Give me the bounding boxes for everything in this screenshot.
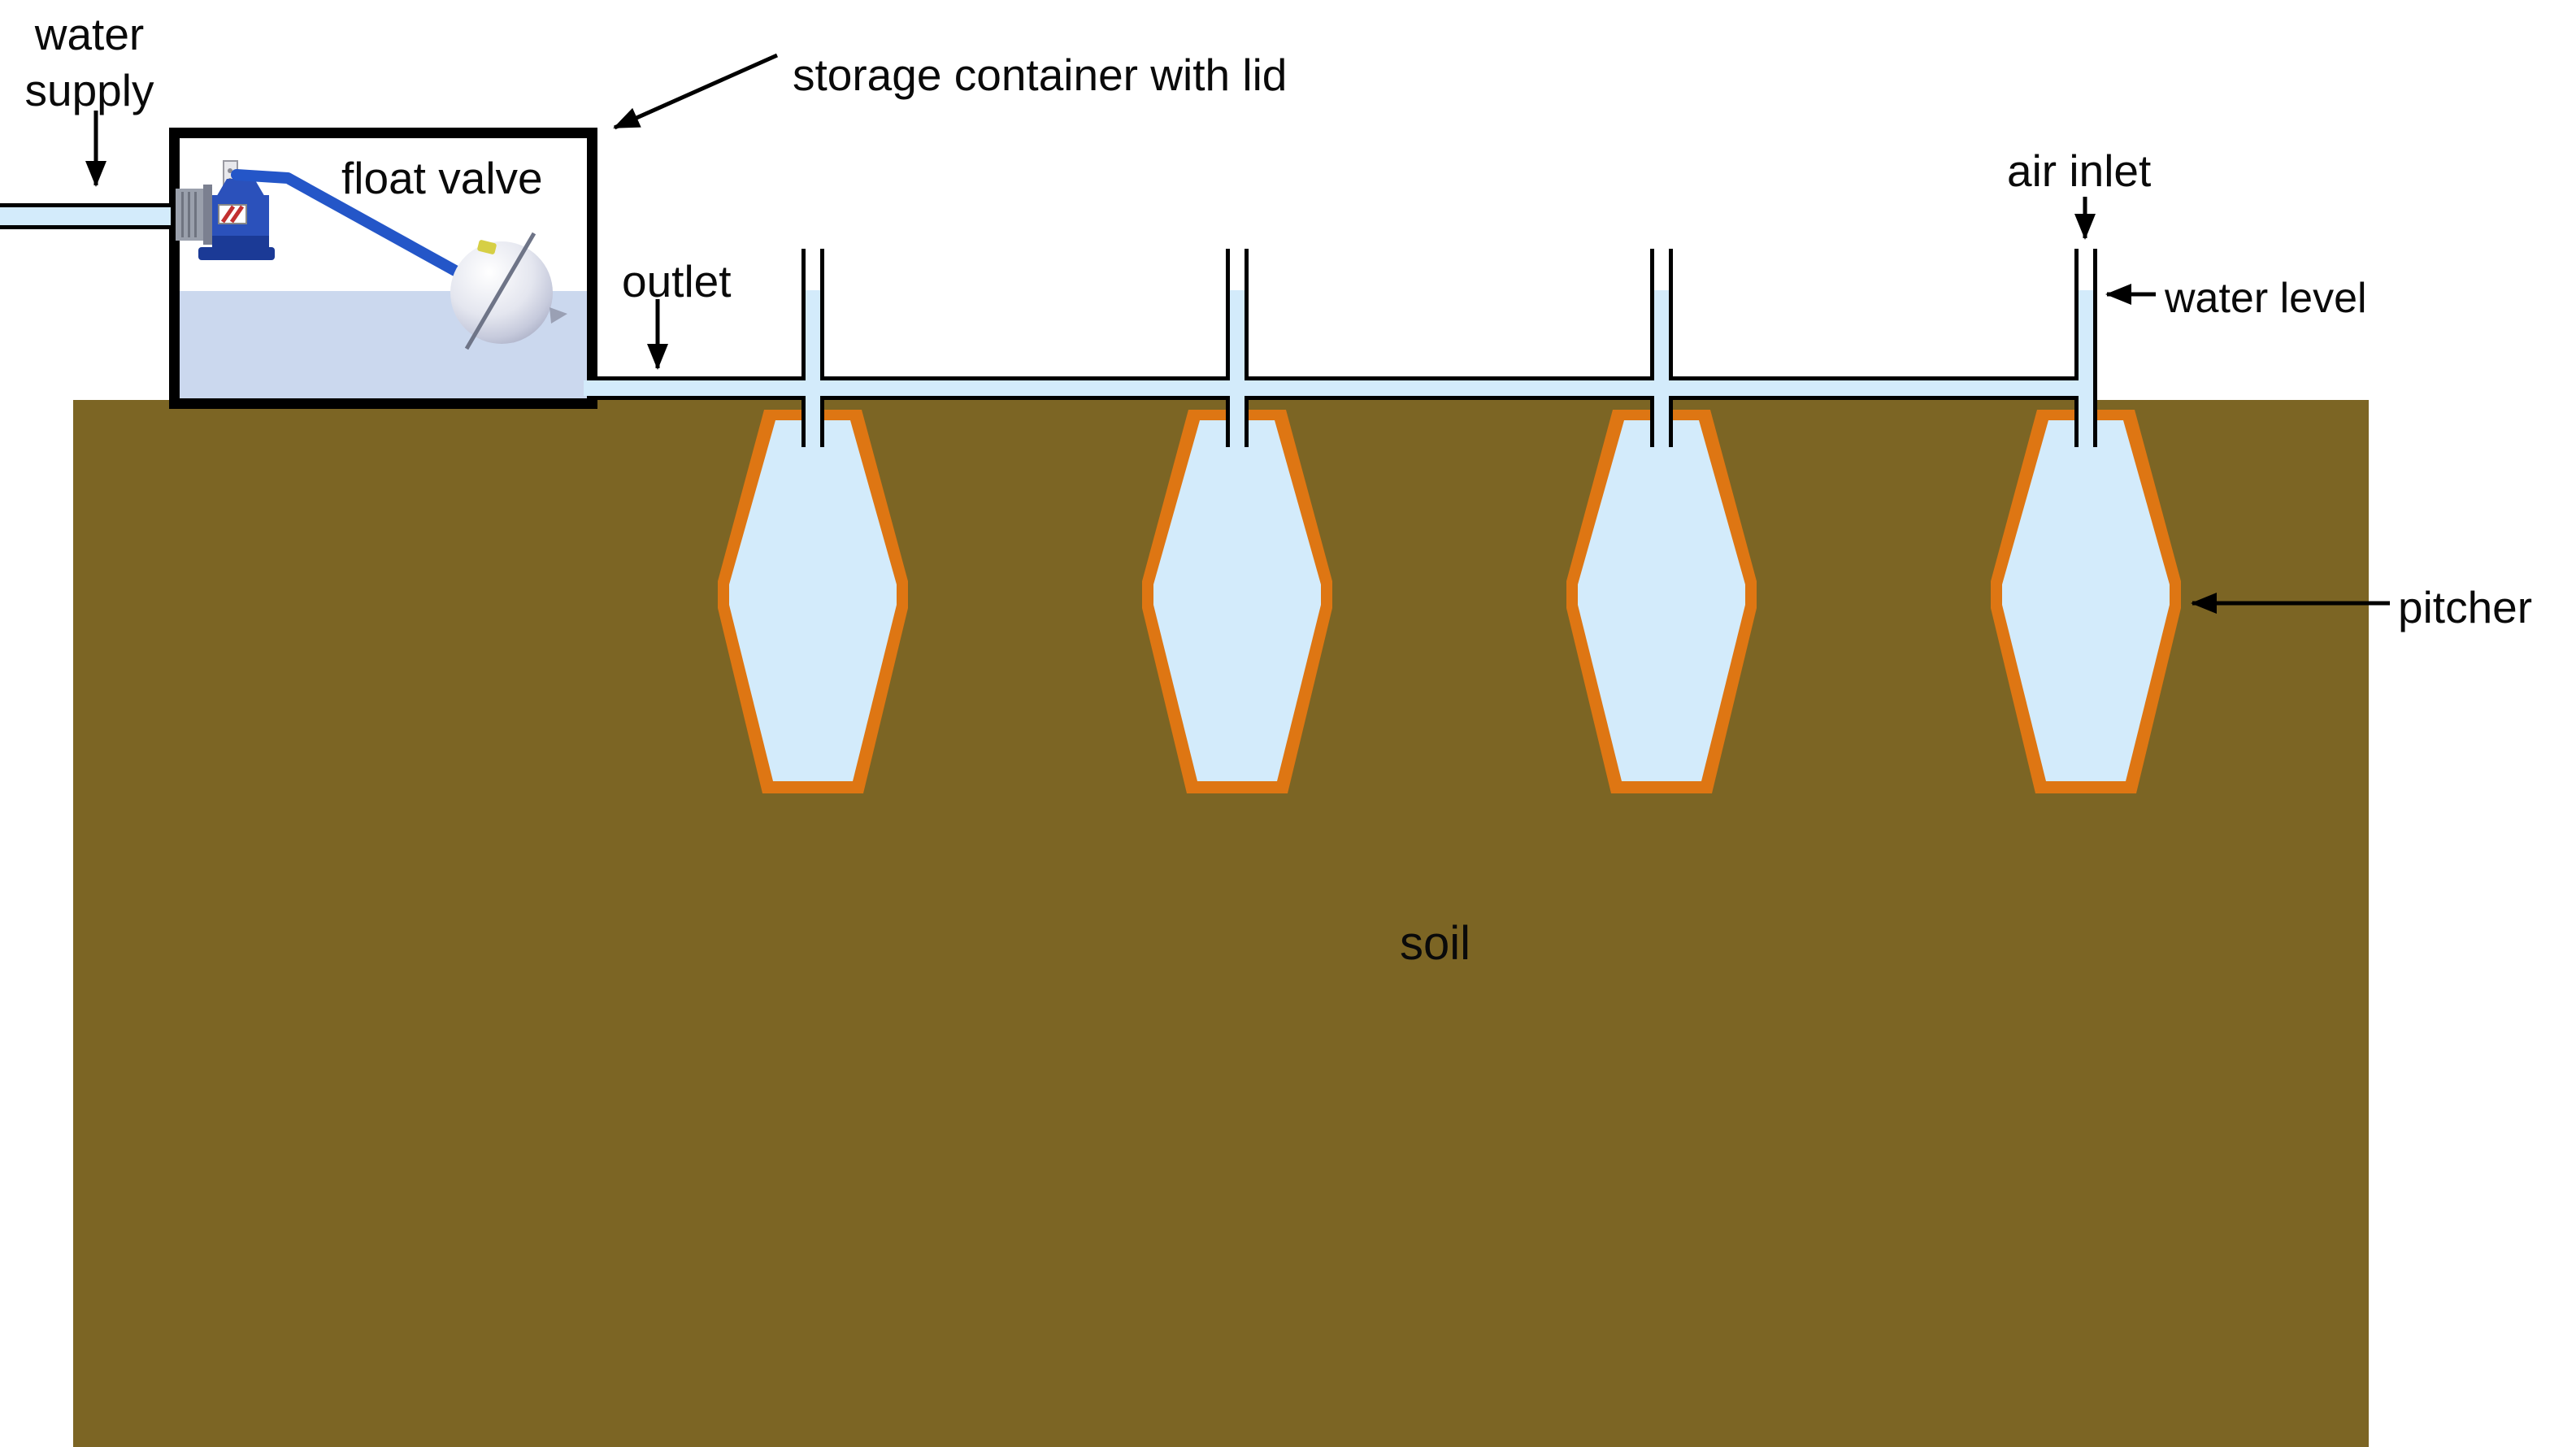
pipe-air-gap	[2079, 249, 2093, 290]
water-supply-label-line1: water	[34, 9, 145, 59]
air-inlet-pipe	[1226, 249, 1249, 447]
pipe-air-gap	[806, 249, 820, 290]
pitcher-water	[729, 420, 897, 781]
valve-body-shade	[212, 236, 269, 250]
water-supply-pipe	[0, 203, 171, 229]
pipe-water-column	[1230, 290, 1245, 447]
flange-ridge	[181, 192, 184, 237]
pitcher	[1142, 410, 1332, 793]
pipe-line	[1650, 249, 1654, 380]
storage-container-arrow	[613, 53, 779, 130]
pipe-water-column	[2079, 290, 2093, 447]
water-supply-label-line2: supply	[24, 65, 154, 116]
pipe-line	[1226, 249, 1230, 380]
pitcher-water	[2002, 420, 2170, 781]
stem-pin	[228, 168, 232, 173]
pipe-line	[1245, 249, 1249, 380]
pipe-line	[2074, 249, 2079, 380]
pitcher-label: pitcher	[2398, 582, 2533, 632]
pipe-line	[2074, 396, 2079, 447]
valve-bonnet	[215, 179, 266, 198]
pipe-line	[0, 225, 171, 229]
pipe-water	[0, 207, 171, 225]
pipe-line	[801, 249, 806, 380]
pipe-line	[0, 203, 171, 207]
pipe-line	[596, 396, 2074, 400]
pipe-air-gap	[1230, 249, 1245, 290]
pipe-water-column	[806, 290, 820, 447]
pitcher	[1991, 410, 2181, 793]
pipe-air-gap	[1654, 249, 1669, 290]
air-inlet-pipe	[1650, 249, 1673, 447]
storage-container-label: storage container with lid	[793, 50, 1288, 100]
air-inlet-label: air inlet	[2007, 146, 2152, 196]
pipe-line	[1245, 396, 1249, 447]
pipe-water	[584, 380, 2093, 396]
float-arm	[231, 169, 461, 276]
pitcher	[718, 410, 908, 793]
valve-inlet-flange	[176, 189, 208, 241]
soil-label: soil	[1400, 917, 1471, 970]
pipe-line	[2093, 249, 2097, 447]
label-stripe	[220, 205, 236, 224]
pipe-line	[801, 396, 806, 447]
float-valve-label: float valve	[341, 153, 543, 203]
pitcher	[1566, 410, 1757, 793]
float-valve-assembly	[176, 160, 567, 350]
float-cap	[477, 240, 497, 254]
pipe-water-column	[1654, 290, 1669, 447]
outlet-label: outlet	[622, 256, 732, 306]
flange-ridge	[188, 192, 190, 237]
water-supply-label: water supply	[7, 7, 172, 119]
pipe-line	[1226, 396, 1230, 447]
water-level-label: water level	[2165, 275, 2367, 322]
float-nub	[550, 307, 567, 324]
label-stripe	[229, 205, 245, 224]
pipe-line	[596, 376, 2074, 380]
flange-ridge	[194, 192, 197, 237]
float-rod	[464, 232, 536, 350]
valve-base-flange	[198, 247, 275, 260]
pipe-line	[1669, 396, 1673, 447]
flange-plate	[203, 185, 212, 245]
pipe-line	[820, 249, 824, 380]
air-inlet-pipe	[2074, 249, 2097, 447]
outlet-pipe	[584, 376, 2093, 400]
pitcher-water	[1578, 420, 1745, 781]
pipe-line	[1669, 249, 1673, 380]
pipe-line	[820, 396, 824, 447]
pitcher-water	[1153, 420, 1321, 781]
pipe-line	[1650, 396, 1654, 447]
air-inlet-pipe	[801, 249, 824, 447]
